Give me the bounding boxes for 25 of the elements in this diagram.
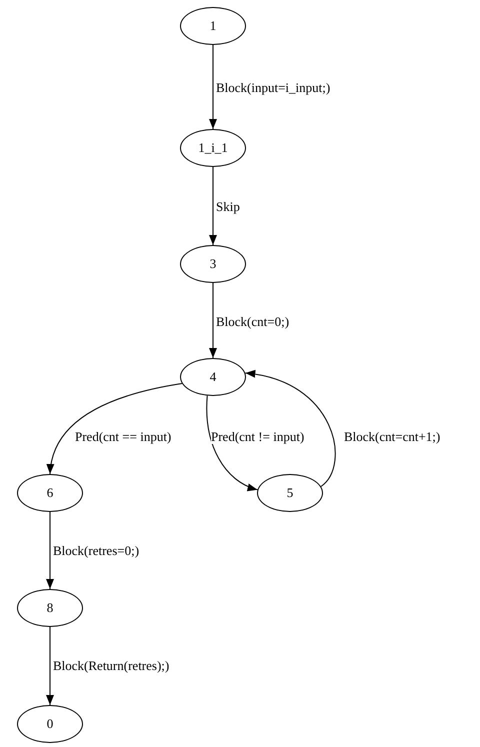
node-label: 1_i_1 (198, 140, 228, 156)
edge-label: Block(cnt=cnt+1;) (344, 429, 440, 444)
arrow (209, 282, 217, 358)
edge-label: Block(input=i_input;) (216, 80, 330, 95)
node-label: 6 (46, 485, 54, 501)
arrow (47, 383, 182, 474)
arrow (46, 512, 54, 590)
edge-label: Block(Return(retres);) (53, 658, 170, 673)
arrow (244, 370, 336, 487)
edge-label: Pred(cnt == input) (75, 429, 172, 444)
edge-label: Block(retres=0;) (53, 543, 140, 558)
state-ellipse (257, 474, 323, 512)
node-label: 1 (210, 18, 216, 34)
edge-label: Skip (216, 199, 240, 214)
arrow (46, 626, 54, 706)
node-label: 5 (286, 485, 294, 501)
node-label: 4 (210, 369, 216, 385)
arrow (209, 44, 217, 130)
node-label: 3 (210, 256, 216, 272)
edge-label: Block(cnt=0;) (216, 314, 290, 329)
edge-label: Pred(cnt != input) (211, 429, 304, 444)
arrow (209, 166, 217, 246)
node-label: 0 (46, 716, 54, 732)
node-label: 8 (46, 600, 54, 616)
arrow (206, 395, 258, 490)
